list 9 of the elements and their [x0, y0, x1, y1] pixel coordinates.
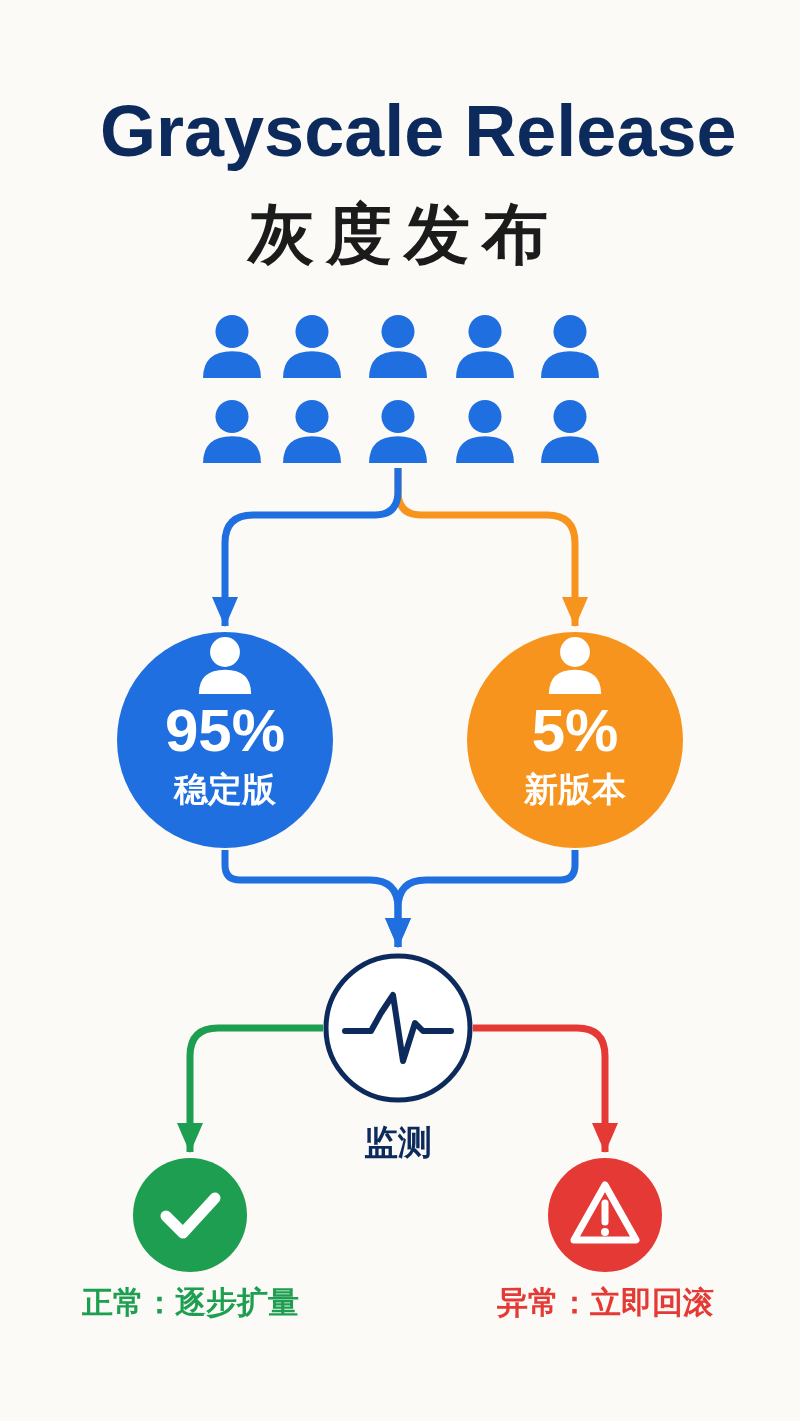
subtitle: 灰度发布 [248, 196, 560, 273]
percentage: 5% [530, 696, 620, 766]
percentage: 95% [163, 696, 287, 766]
node-label: 监测 [363, 1122, 433, 1163]
status-label: 正常：逐步扩量 [80, 1284, 300, 1322]
version-label: 新版本 [523, 769, 627, 810]
status-label: 异常：立即回滚 [495, 1284, 715, 1322]
version-label: 稳定版 [172, 769, 277, 810]
title: Grayscale Release [100, 90, 737, 172]
